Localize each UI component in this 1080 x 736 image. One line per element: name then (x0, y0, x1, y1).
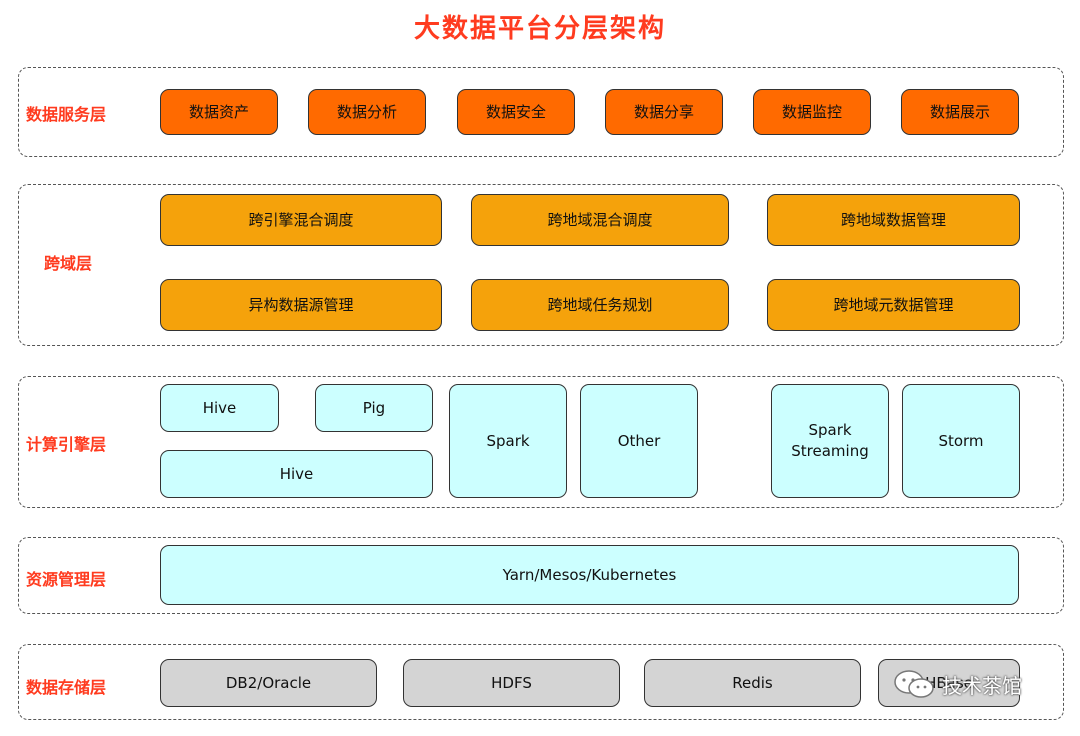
box-db2-oracle: DB2/Oracle (160, 659, 377, 707)
watermark: 技术茶馆 (892, 666, 1022, 702)
layer-label-resource: 资源管理层 (26, 570, 107, 589)
box-heterogeneous-source-mgmt: 异构数据源管理 (160, 279, 442, 331)
box-cross-region-task-planning: 跨地域任务规划 (471, 279, 729, 331)
box-cross-region-metadata-mgmt: 跨地域元数据管理 (767, 279, 1020, 331)
diagram-title: 大数据平台分层架构 (413, 14, 666, 44)
layer-label-service: 数据服务层 (26, 105, 107, 124)
box-hive-bottom: Hive (160, 450, 433, 498)
box-data-display: 数据展示 (901, 89, 1019, 135)
layer-label-crossdomain: 跨域层 (44, 254, 93, 273)
box-cross-region-scheduling: 跨地域混合调度 (471, 194, 729, 246)
layer-crossdomain (18, 184, 1064, 346)
layer-label-storage: 数据存储层 (26, 678, 107, 697)
layer-compute (18, 376, 1064, 508)
box-data-asset: 数据资产 (160, 89, 278, 135)
box-redis: Redis (644, 659, 861, 707)
box-pig: Pig (315, 384, 433, 432)
box-data-sharing: 数据分享 (605, 89, 723, 135)
box-cross-region-data-mgmt: 跨地域数据管理 (767, 194, 1020, 246)
box-storm: Storm (902, 384, 1020, 498)
watermark-text: 技术茶馆 (942, 673, 1022, 698)
box-hdfs: HDFS (403, 659, 620, 707)
layer-storage (18, 644, 1064, 720)
box-spark-streaming: Spark Streaming (771, 384, 889, 498)
box-data-security: 数据安全 (457, 89, 575, 135)
layer-service (18, 67, 1064, 157)
box-other: Other (580, 384, 698, 498)
layer-resource (18, 537, 1064, 614)
box-data-monitoring: 数据监控 (753, 89, 871, 135)
box-hbase: HBase (878, 659, 1020, 707)
box-spark: Spark (449, 384, 567, 498)
box-yarn-mesos-kubernetes: Yarn/Mesos/Kubernetes (160, 545, 1019, 605)
box-data-analysis: 数据分析 (308, 89, 426, 135)
wechat-icon (894, 670, 934, 698)
layer-label-compute: 计算引擎层 (26, 435, 107, 454)
box-hive-top: Hive (160, 384, 279, 432)
box-cross-engine-scheduling: 跨引擎混合调度 (160, 194, 442, 246)
